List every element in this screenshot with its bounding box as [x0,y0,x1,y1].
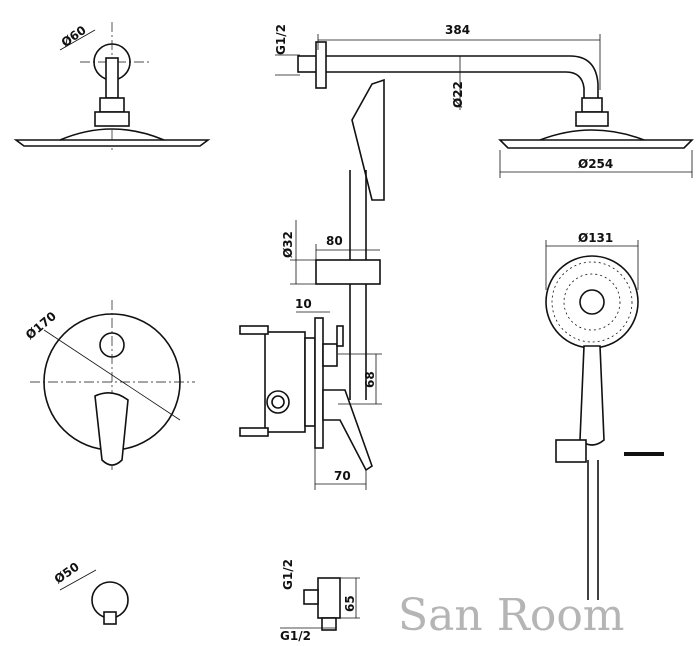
dim-arm-thread: G1/2 [274,24,288,55]
dim-plate-thickness: 10 [295,297,312,311]
slide-rail-side-view: 80 Ø32 [281,78,385,400]
dim-hand-shower-dia: Ø131 [578,231,613,245]
dim-arm-dia: Ø22 [451,81,465,108]
dim-mixer-depth: 70 [334,469,351,483]
dim-elbow-thread-bottom: G1/2 [280,629,311,643]
dim-head-dia: Ø254 [578,157,613,171]
shower-arm-side-view: G1/2 384 Ø22 Ø254 [274,23,694,178]
dim-rail-offset: 80 [326,234,343,248]
overhead-shower-front-view: Ø60 [13,22,211,150]
hand-shower-front-view: Ø131 [545,231,664,600]
dim-rail-dia: Ø32 [281,231,295,258]
dim-elbow-height: 65 [343,595,357,612]
dim-plate-dia: Ø170 [23,309,59,342]
mixer-valve-side-view: 10 68 70 [239,297,382,490]
mixer-plate-front-view: Ø170 [23,300,195,470]
dim-arm-length: 384 [445,23,470,37]
arrow-icon [624,452,664,456]
dim-outlet-spacing: 68 [363,371,377,388]
watermark: San Room [398,590,625,641]
dim-elbow-dia: Ø50 [52,560,82,587]
wall-elbow-views: Ø50 G1/2 65 G1/2 [52,559,360,643]
dim-head-mount-dia: Ø60 [59,23,89,50]
dim-elbow-thread-top: G1/2 [281,559,295,590]
